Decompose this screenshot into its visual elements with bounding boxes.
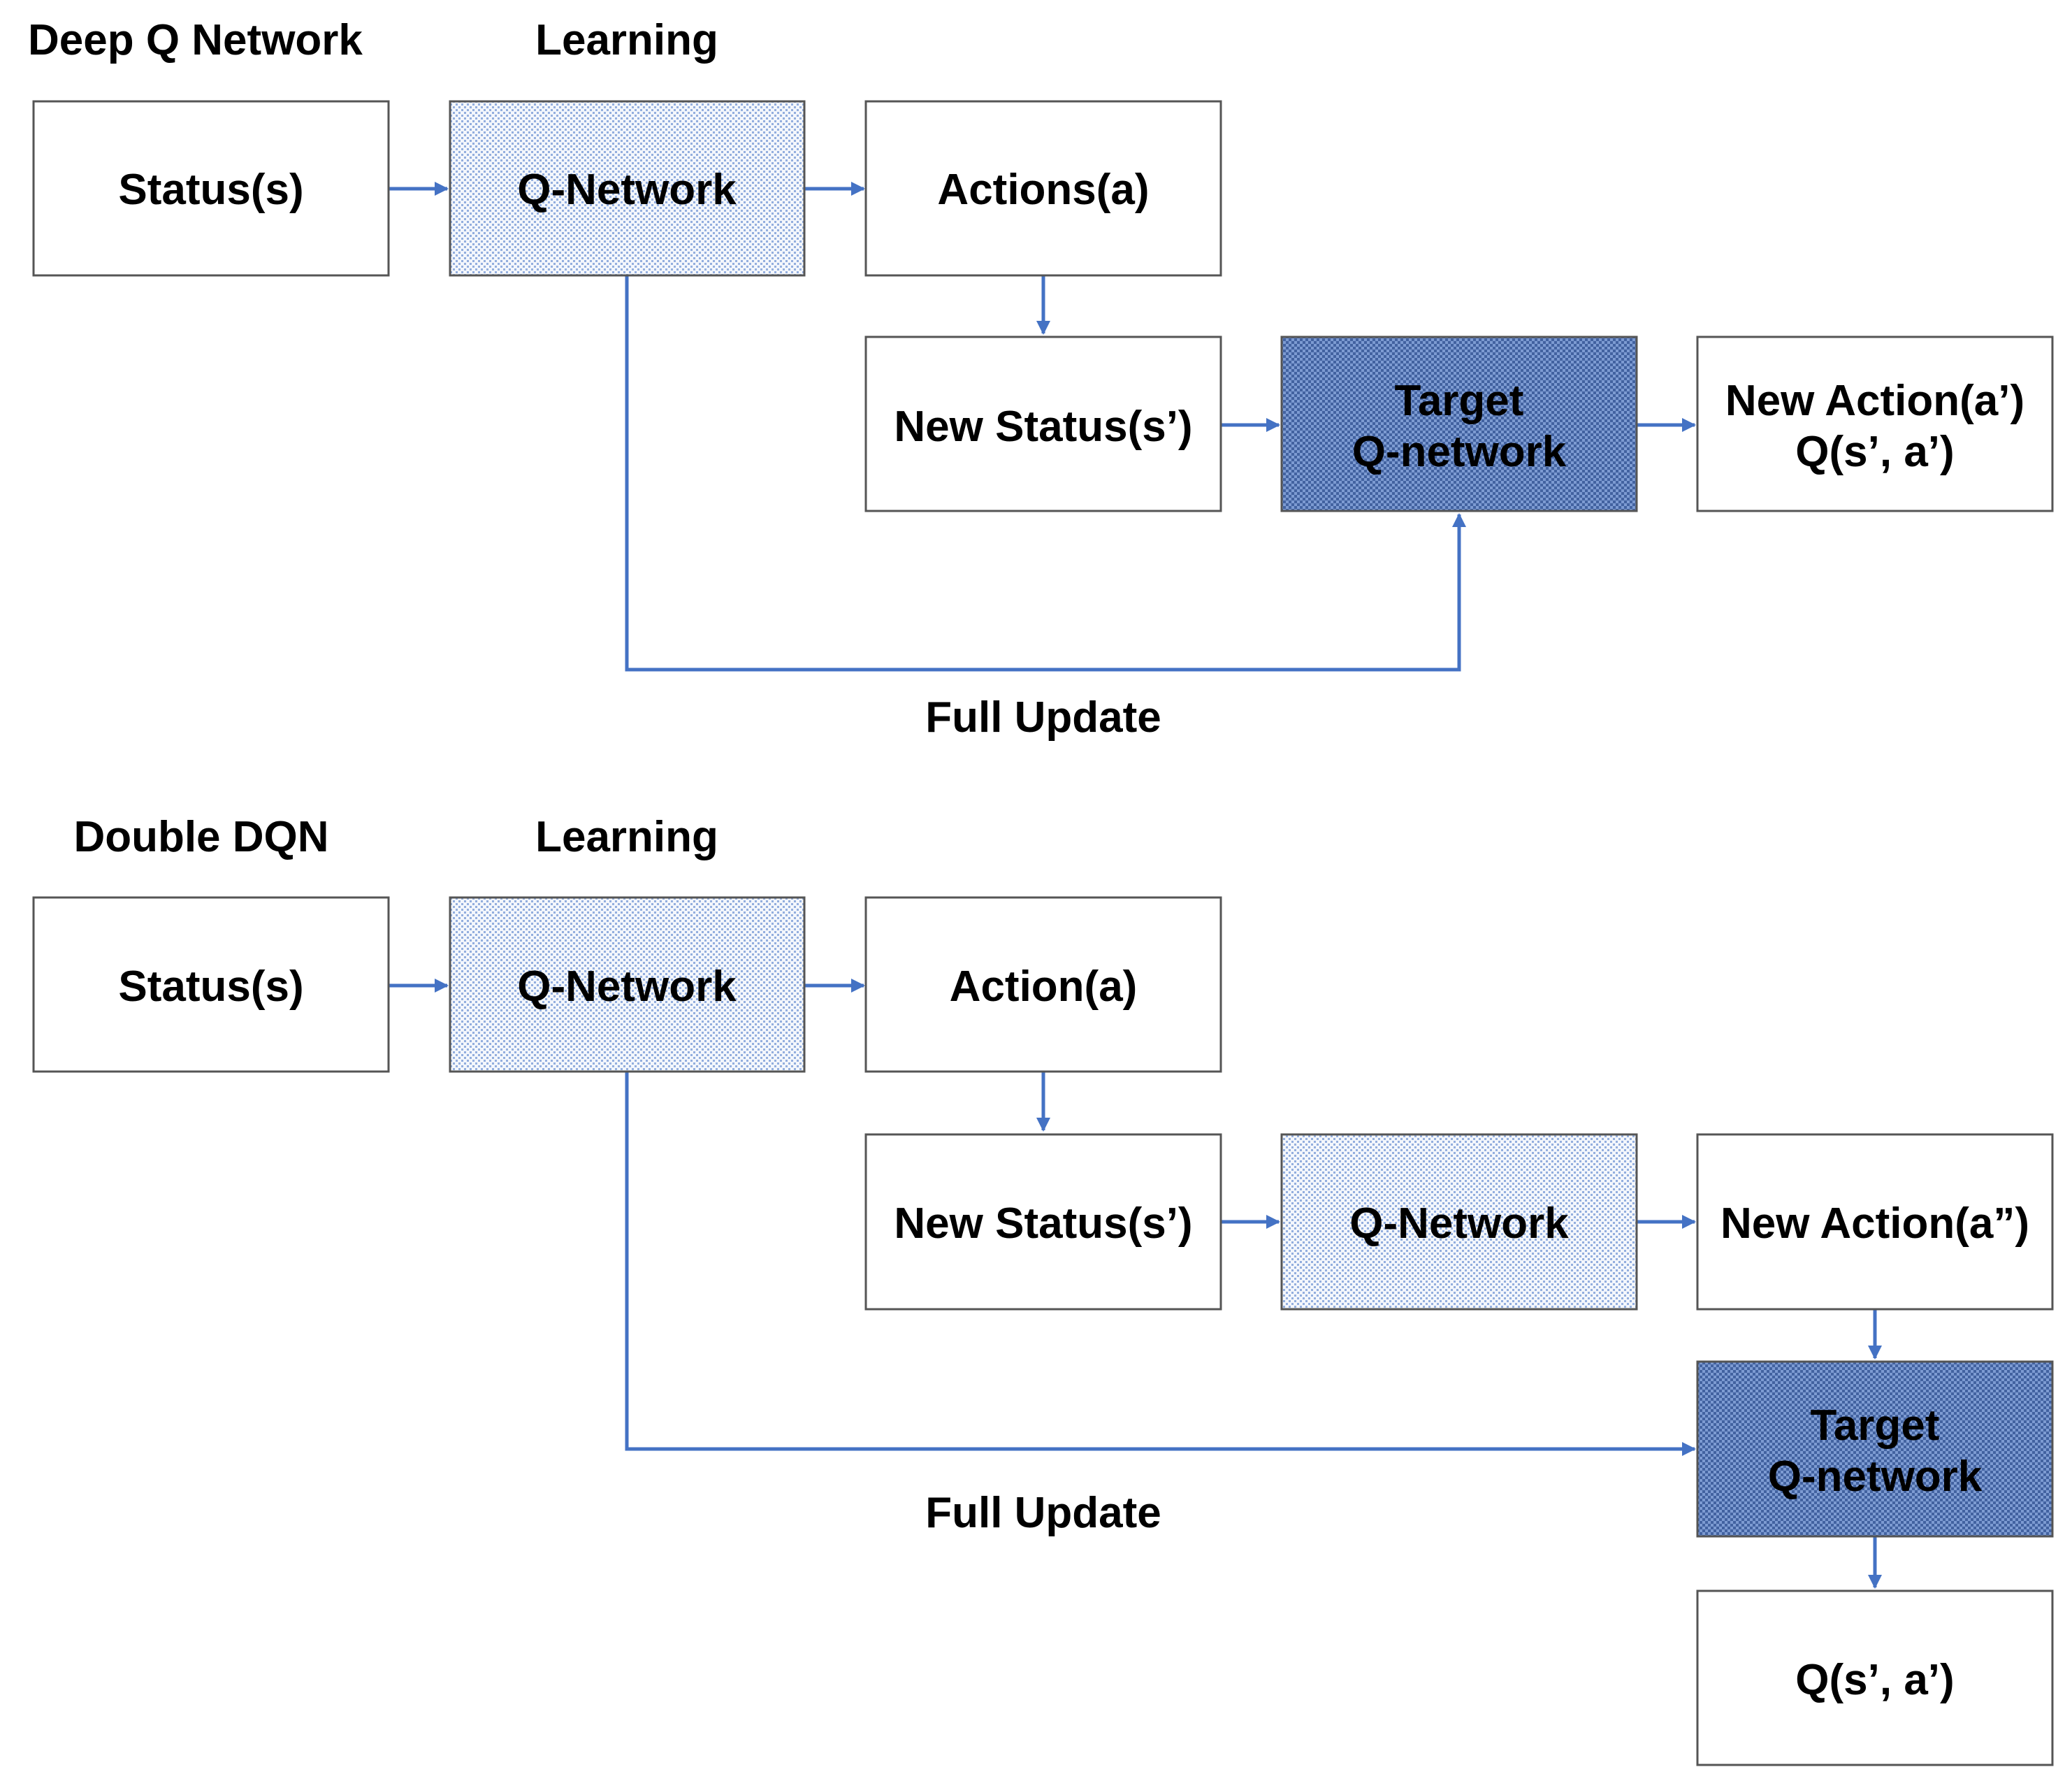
ddqn-new-status-label: New Status(s’) — [894, 1199, 1192, 1248]
ddqn-full-update-label: Full Update — [925, 1489, 1161, 1537]
ddqn-action-label: Action(a) — [950, 963, 1138, 1011]
dqn-actions-label: Actions(a) — [937, 166, 1149, 214]
dqn-q-network-label: Q-Network — [517, 166, 737, 214]
dqn-new-status-label: New Status(s’) — [894, 403, 1192, 451]
ddqn-target-q-network-node: Target Q-network — [1696, 1360, 2054, 1538]
ddqn-new-action-label: New Action(a”) — [1720, 1199, 2029, 1248]
ddqn-section-title: Double DQN — [73, 813, 328, 861]
ddqn-new-action-node: New Action(a”) — [1696, 1133, 2054, 1311]
dqn-section: Deep Q Network Learning Status(s) Q-Netw… — [28, 16, 2054, 742]
dqn-target-line2: Q-network — [1352, 428, 1567, 476]
dqn-learning-label: Learning — [535, 16, 718, 64]
dqn-status-label: Status(s) — [118, 166, 303, 214]
ddqn-full-update-connector — [625, 1072, 1696, 1456]
dqn-status-node: Status(s) — [32, 100, 390, 277]
dqn-new-status-node: New Status(s’) — [864, 336, 1222, 512]
dqn-new-action-line1: New Action(a’) — [1725, 377, 2024, 425]
dqn-target-q-network-node: Target Q-network — [1280, 336, 1638, 512]
ddqn-new-status-node: New Status(s’) — [864, 1133, 1222, 1311]
ddqn-q-network-node: Q-Network — [449, 896, 806, 1073]
dqn-actions-node: Actions(a) — [864, 100, 1222, 277]
ddqn-section: Double DQN Learning Status(s) Q-Network … — [32, 813, 2054, 1766]
dqn-new-action-node: New Action(a’) Q(s’, a’) — [1696, 336, 2054, 512]
dqn-target-line1: Target — [1395, 377, 1524, 425]
ddqn-q-value-label: Q(s’, a’) — [1795, 1656, 1954, 1704]
dqn-full-update-connector — [625, 275, 1466, 672]
dqn-new-action-line2: Q(s’, a’) — [1795, 428, 1954, 476]
ddqn-learning-label: Learning — [535, 813, 718, 861]
ddqn-status-node: Status(s) — [32, 896, 390, 1073]
ddqn-q-network-label: Q-Network — [517, 963, 737, 1011]
ddqn-status-label: Status(s) — [118, 963, 303, 1011]
ddqn-q-network-2-node: Q-Network — [1280, 1133, 1638, 1311]
dqn-full-update-label: Full Update — [925, 693, 1161, 742]
ddqn-action-node: Action(a) — [864, 896, 1222, 1073]
dqn-section-title: Deep Q Network — [28, 16, 363, 64]
ddqn-q-value-node: Q(s’, a’) — [1696, 1589, 2054, 1766]
ddqn-target-line1: Target — [1811, 1401, 1940, 1450]
dqn-q-network-node: Q-Network — [449, 100, 806, 277]
ddqn-target-line2: Q-network — [1768, 1452, 1983, 1501]
ddqn-q-network-2-label: Q-Network — [1349, 1199, 1569, 1248]
